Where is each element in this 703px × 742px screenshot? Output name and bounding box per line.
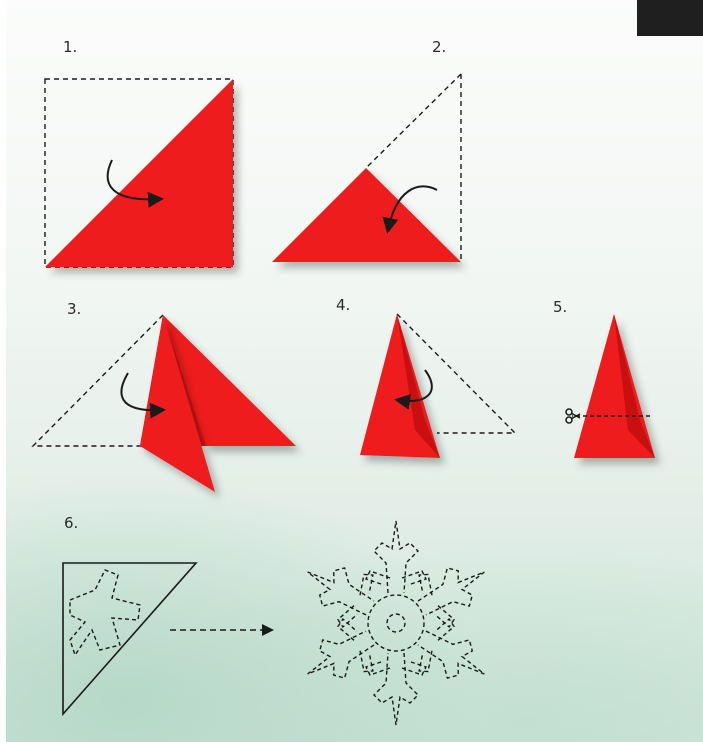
scissors-icon	[565, 408, 581, 424]
dashed-outline	[31, 314, 164, 447]
step-1-label: 1.	[63, 38, 78, 56]
instruction-canvas	[6, 0, 703, 742]
step-3-figure	[31, 314, 296, 492]
dashed-arrow-head	[262, 624, 274, 636]
step-2-figure	[272, 73, 462, 262]
snowflake-icon	[291, 520, 501, 726]
step-4-figure	[360, 313, 517, 458]
red-flap-front	[140, 315, 215, 492]
cut-pattern	[69, 569, 141, 657]
fold-arrow-icon	[106, 159, 164, 208]
fold-arrow-icon	[120, 372, 166, 419]
red-triangle	[45, 79, 233, 267]
step-6-figure	[62, 562, 274, 717]
step-5-figure	[565, 314, 655, 458]
step-6-label: 6.	[64, 514, 79, 532]
dashed-edge-diagonal	[365, 73, 462, 169]
red-triangle	[272, 168, 461, 262]
red-cone-shade	[397, 314, 440, 458]
fold-arrow-icon	[382, 185, 438, 234]
folded-triangle	[62, 562, 198, 717]
fold-arrow-icon	[394, 369, 433, 410]
step-2-label: 2.	[432, 38, 447, 56]
corner-block	[637, 0, 703, 36]
dashed-outline	[396, 313, 517, 434]
step-1-figure	[44, 78, 234, 268]
step-4-label: 4.	[336, 296, 351, 314]
step-3-label: 3.	[67, 300, 82, 318]
red-flap-back	[163, 315, 296, 446]
red-cone-shade	[614, 314, 655, 458]
step-5-label: 5.	[553, 298, 568, 316]
